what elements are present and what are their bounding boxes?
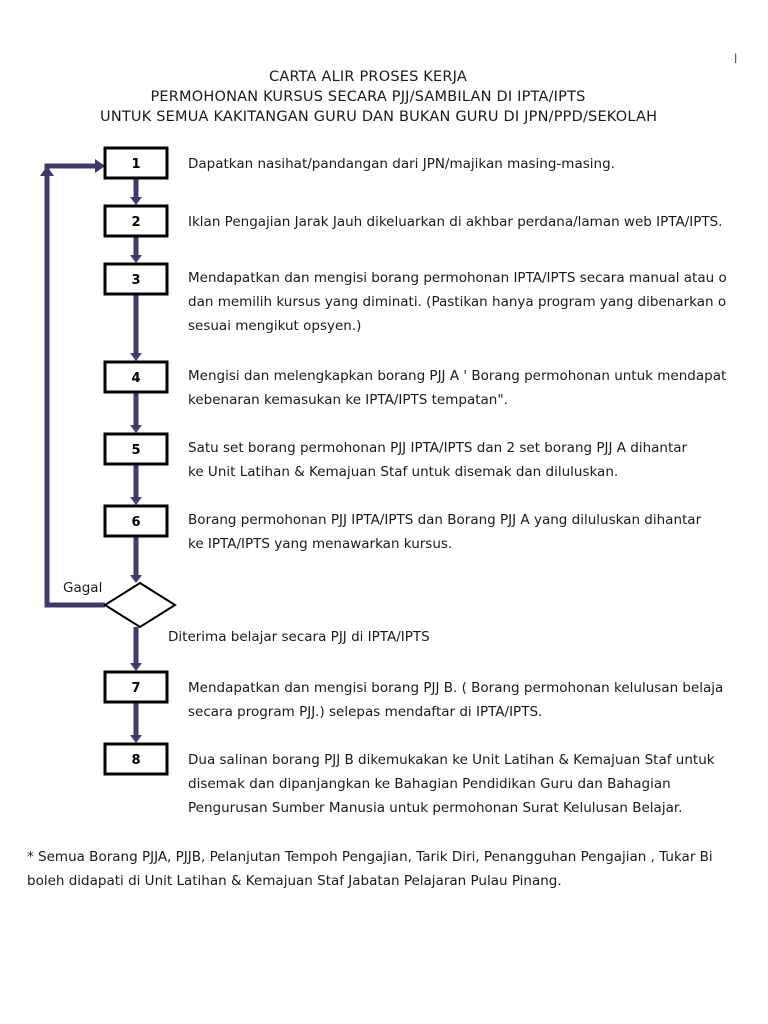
- footnote-line-2: boleh didapati di Unit Latihan & Kemajua…: [27, 873, 562, 889]
- step-number-8: 8: [131, 753, 140, 768]
- step-text-8: Dua salinan borang PJJ B dikemukakan ke …: [188, 748, 736, 820]
- step-box-3: [103, 262, 169, 296]
- decision-fail-label: Gagal: [63, 580, 103, 596]
- page-marker: l: [734, 52, 738, 66]
- title-line-2: PERMOHONAN KURSUS SECARA PJJ/SAMBILAN DI…: [150, 89, 586, 105]
- arrowhead-3-4: [130, 353, 142, 361]
- step-number-6: 6: [131, 515, 140, 530]
- step-text-5: Satu set borang permohonan PJJ IPTA/IPTS…: [188, 436, 736, 484]
- arrowhead-2-3: [130, 255, 142, 263]
- arrowhead-1-2: [130, 197, 142, 205]
- step-text-6: Borang permohonan PJJ IPTA/IPTS dan Bora…: [188, 508, 736, 556]
- step-box-8: [103, 742, 169, 776]
- step-8-line-3: Pengurusan Sumber Manusia untuk permohon…: [188, 800, 683, 816]
- footnote: * Semua Borang PJJA, PJJB, Pelanjutan Te…: [27, 845, 763, 893]
- arrowhead-5-6: [130, 497, 142, 505]
- flow-connectors: [40, 159, 142, 743]
- step-8-line-1: Dua salinan borang PJJ B dikemukakan ke …: [188, 752, 715, 768]
- step-text-4: Mengisi dan melengkapkan borang PJJ A ' …: [188, 364, 736, 412]
- decision-pass-label: Diterima belajar secara PJJ di IPTA/IPTS: [168, 629, 430, 645]
- step-box-2: [103, 204, 169, 238]
- step-box-5: [103, 432, 169, 466]
- step-3-line-2: dan memilih kursus yang diminati. (Pasti…: [188, 294, 727, 310]
- step-6-line-2: ke IPTA/IPTS yang menawarkan kursus.: [188, 536, 453, 552]
- arrowhead-4-5: [130, 425, 142, 433]
- title-line-1: CARTA ALIR PROSES KERJA: [269, 69, 467, 85]
- step-6-line-1: Borang permohonan PJJ IPTA/IPTS dan Bora…: [188, 512, 702, 528]
- decision-diamond: [103, 581, 177, 629]
- step-box-7: [103, 670, 169, 704]
- step-7-line-1: Mendapatkan dan mengisi borang PJJ B. ( …: [188, 680, 724, 696]
- fail-loop-connector: [44, 163, 105, 608]
- step-1-line-1: Dapatkan nasihat/pandangan dari JPN/maji…: [188, 156, 615, 172]
- step-box-4: [103, 360, 169, 394]
- step-box-6: [103, 504, 169, 538]
- step-number-1: 1: [131, 157, 140, 172]
- step-number-2: 2: [131, 215, 140, 230]
- arrowhead-6-decision: [130, 575, 142, 583]
- step-text-7: Mendapatkan dan mengisi borang PJJ B. ( …: [188, 676, 736, 724]
- step-7-line-2: secara program PJJ.) selepas mendaftar d…: [188, 704, 543, 720]
- step-text-3: Mendapatkan dan mengisi borang permohona…: [188, 266, 736, 338]
- arrowhead-decision-7: [130, 663, 142, 671]
- step-box-1: [103, 146, 169, 180]
- step-2-line-1: Iklan Pengajian Jarak Jauh dikeluarkan d…: [188, 214, 723, 230]
- step-4-line-1: Mengisi dan melengkapkan borang PJJ A ' …: [188, 368, 727, 384]
- step-5-line-2: ke Unit Latihan & Kemajuan Staf untuk di…: [188, 464, 619, 480]
- step-boxes: 1 2 3 4 5 6 7 8: [103, 146, 169, 776]
- footnote-line-1: * Semua Borang PJJA, PJJB, Pelanjutan Te…: [27, 849, 713, 865]
- step-5-line-1: Satu set borang permohonan PJJ IPTA/IPTS…: [188, 440, 688, 456]
- step-8-line-2: disemak dan dipanjangkan ke Bahagian Pen…: [188, 776, 671, 792]
- step-text-2: Iklan Pengajian Jarak Jauh dikeluarkan d…: [188, 210, 736, 234]
- step-3-line-1: Mendapatkan dan mengisi borang permohona…: [188, 270, 727, 286]
- step-number-4: 4: [131, 371, 140, 386]
- arrowhead-7-8: [130, 735, 142, 743]
- step-3-line-3: sesuai mengikut opsyen.): [188, 318, 362, 334]
- title-line-3: UNTUK SEMUA KAKITANGAN GURU DAN BUKAN GU…: [100, 109, 658, 125]
- fail-loop-arrowhead: [95, 159, 105, 173]
- step-text-1: Dapatkan nasihat/pandangan dari JPN/maji…: [188, 152, 736, 176]
- step-number-7: 7: [131, 681, 140, 696]
- fail-loop-up-arrowhead: [40, 166, 54, 176]
- step-number-3: 3: [131, 273, 140, 288]
- step-number-5: 5: [131, 443, 140, 458]
- step-4-line-2: kebenaran kemasukan ke IPTA/IPTS tempata…: [188, 392, 508, 408]
